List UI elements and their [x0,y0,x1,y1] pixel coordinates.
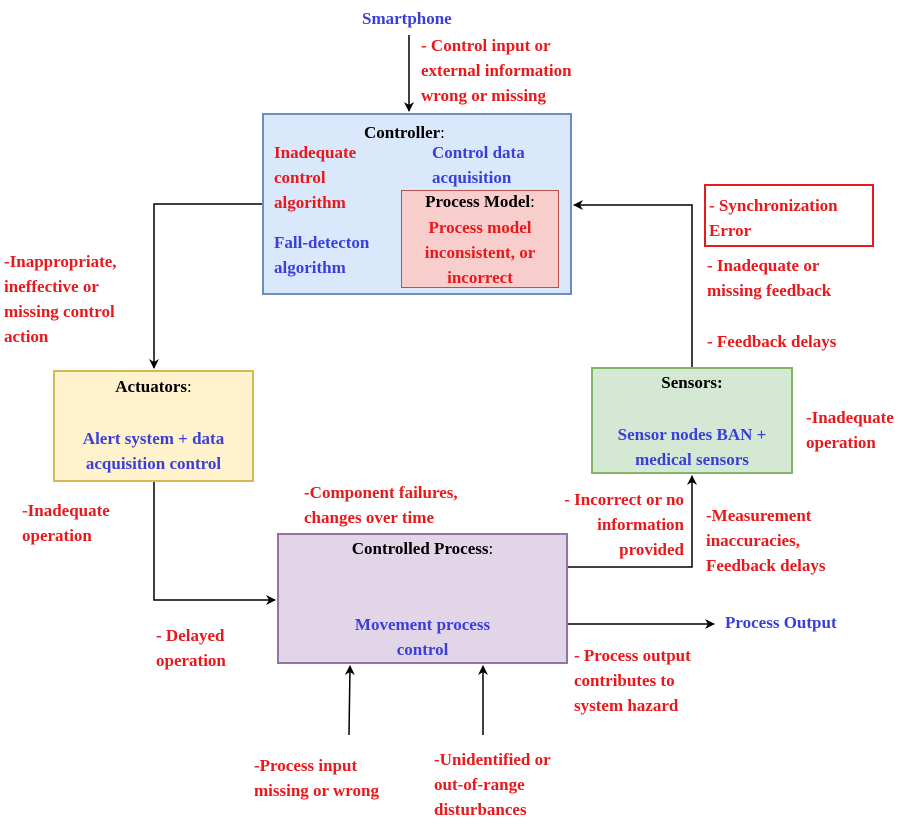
output-hazard-annotation: - Process output contributes to system h… [574,646,691,715]
controlled-process-box [277,533,568,664]
synchronization-error-text: - Synchronization Error [709,196,838,240]
component-failures-annotation: -Component failures, changes over time [304,483,458,527]
arrow-actuators-to-process [153,482,276,605]
process-input-annotation: -Process input missing or wrong [254,756,380,800]
fall-detection-algorithm: Fall-detecton algorithm [274,233,370,277]
sensors-box [591,367,793,474]
controlled-process-text: Movement process control [354,615,491,659]
process-model-box [401,190,559,288]
smartphone-label: Smartphone [362,9,452,28]
sensors-text: Sensor nodes BAN + medical sensors [617,425,767,469]
incorrect-information-annotation: - Incorrect or no information provided [564,490,684,559]
arrow-sensors-to-controller [573,200,693,367]
sensors-title: Sensors: [661,373,723,392]
actuators-text: Alert system + data acquisition control [82,429,225,473]
actuators-box [53,370,254,482]
inadequate-feedback-annotation: - Inadequate or missing feedback [707,256,832,300]
control-input-annotation: - Control input or external information … [421,36,572,105]
arrow-controller-to-actuators [149,203,262,369]
controller-title: Controller: [364,123,445,142]
inappropriate-control-annotation: -Inappropriate, ineffective or missing c… [4,252,117,346]
arrow-process-input [344,665,355,736]
feedback-delays-annotation: - Feedback delays [707,332,837,351]
arrow-process-to-sensors [568,475,697,568]
control-data-acquisition: Control data acquisition [432,143,525,187]
actuators-title: Actuators: [115,377,192,396]
process-model-text: Process model inconsistent, or incorrect [424,218,536,287]
process-output-label: Process Output [725,613,837,632]
disturbances-annotation: -Unidentified or out-of-range disturbanc… [434,750,551,819]
delayed-operation-annotation: - Delayed operation [156,626,226,670]
measurement-inaccuracies-annotation: -Measurement inaccuracies, Feedback dela… [706,506,826,575]
synchronization-error-box [704,184,874,247]
process-model-title: Process Model: [425,192,535,211]
inadequate-control-algorithm: Inadequate control algorithm [274,143,357,212]
actuator-inadequate-annotation: -Inadequate operation [22,501,110,545]
controlled-process-title: Controlled Process: [351,539,494,558]
sensor-inadequate-annotation: -Inadequate operation [806,408,894,452]
